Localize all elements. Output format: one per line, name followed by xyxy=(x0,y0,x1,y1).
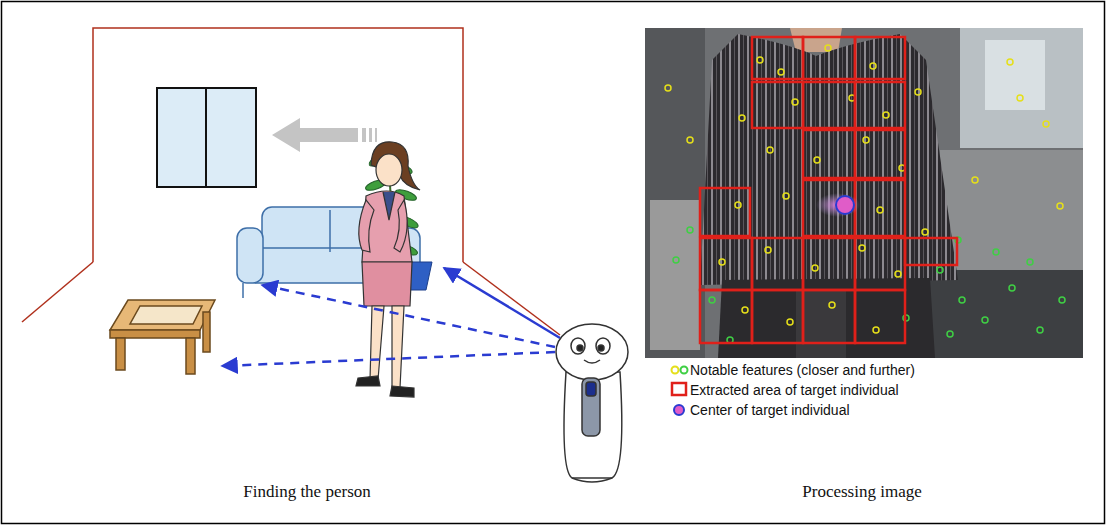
legend-text: Center of target individual xyxy=(690,402,850,418)
caption-text: Processing image xyxy=(802,482,921,501)
caption-text: Finding the person xyxy=(243,482,371,501)
legend-samples xyxy=(672,367,688,416)
legend: Notable features (closer and further) Ext… xyxy=(690,360,915,420)
movement-arrow xyxy=(272,118,377,152)
panel-caption: Processing image xyxy=(802,482,921,502)
camera-photo xyxy=(645,28,1083,358)
legend-row: Notable features (closer and further) xyxy=(690,360,915,380)
legend-text: Notable features (closer and further) xyxy=(690,362,915,378)
robot xyxy=(556,324,628,482)
panel-caption: Finding the person xyxy=(243,482,371,502)
legend-row: Center of target individual xyxy=(690,400,915,420)
table xyxy=(110,300,215,374)
window xyxy=(157,88,256,187)
legend-text: Extracted area of target individual xyxy=(690,382,899,398)
legend-row: Extracted area of target individual xyxy=(690,380,915,400)
view-arrows xyxy=(222,268,560,366)
